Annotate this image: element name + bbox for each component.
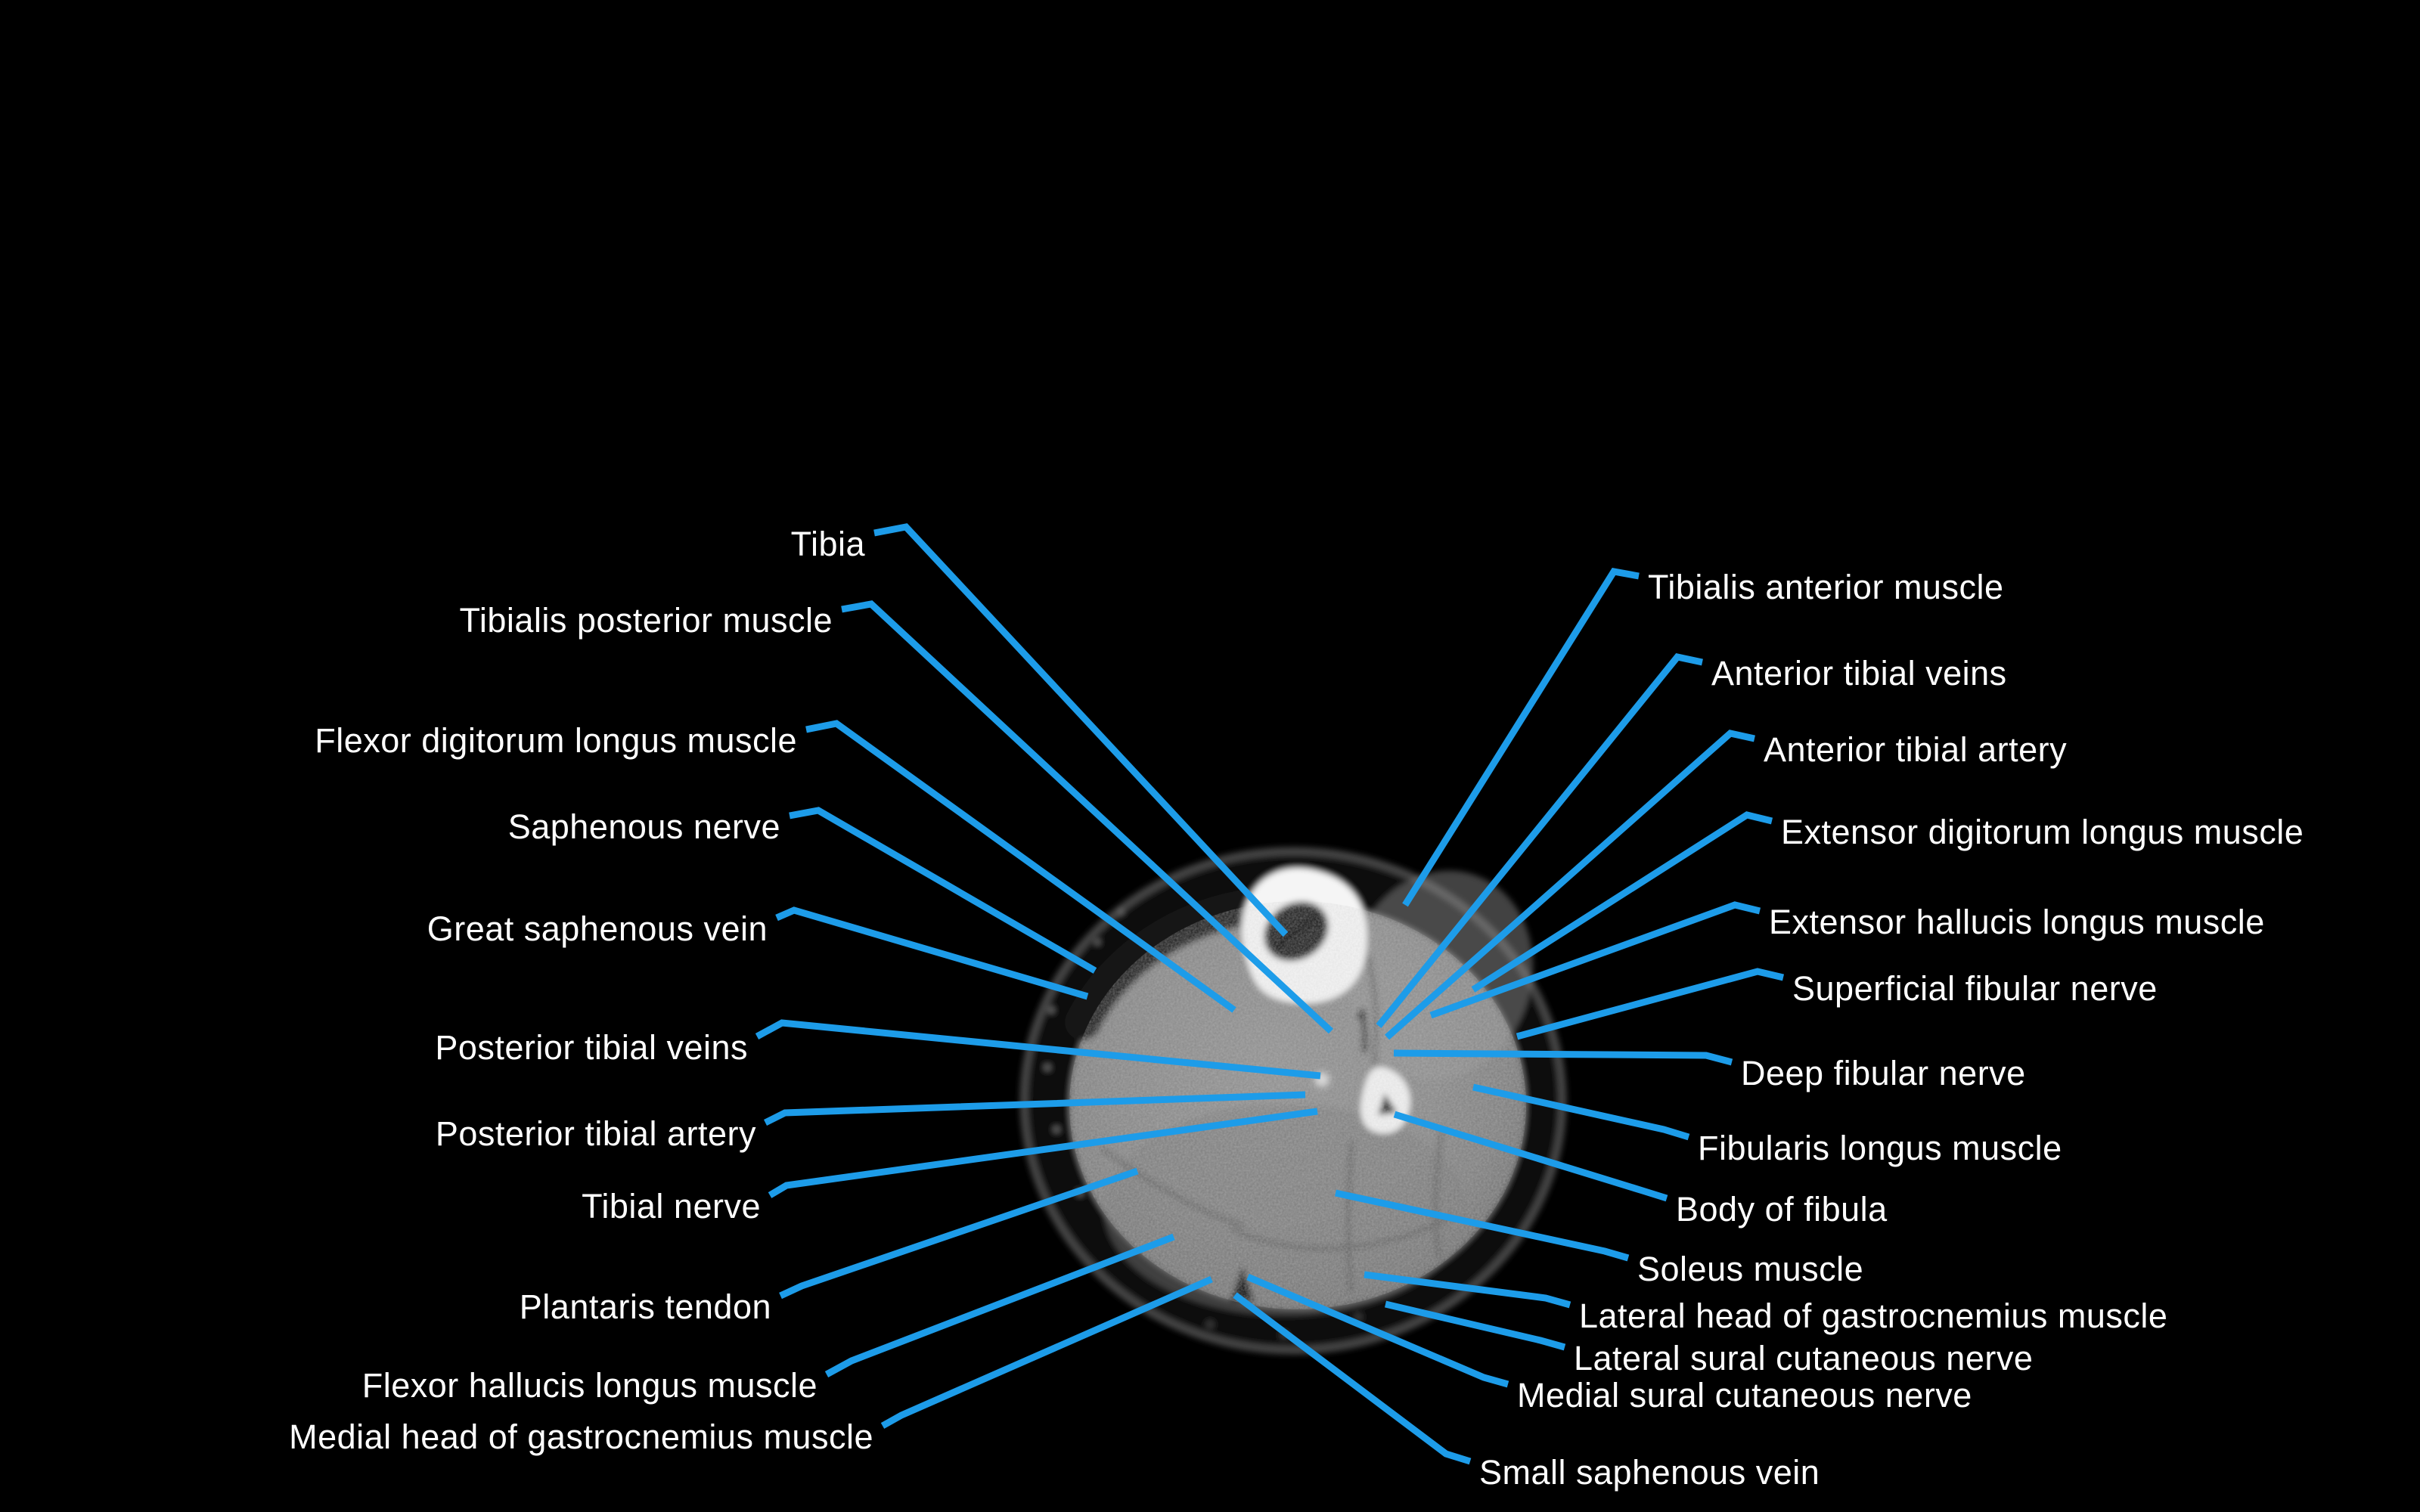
- ct-noise-texture: [1069, 901, 1526, 1309]
- leader-line-small-saphenous-vein: [1233, 1292, 1472, 1465]
- label-tibial-nerve: Tibial nerve: [582, 1187, 761, 1225]
- label-plantaris-tendon: Plantaris tendon: [520, 1287, 771, 1326]
- label-posterior-tibial-veins: Posterior tibial veins: [435, 1028, 748, 1067]
- leader-line-posterior-tibial-veins: [755, 1019, 1321, 1080]
- leader-line-tibial-nerve: [768, 1108, 1318, 1198]
- leader-line-plantaris-tendon: [779, 1167, 1139, 1300]
- leader-line-tibialis-anterior-muscle: [1402, 568, 1640, 907]
- label-tibia: Tibia: [791, 525, 866, 563]
- leader-line-anterior-tibial-artery: [1385, 730, 1755, 1040]
- leader-line-deep-fibular-nerve: [1393, 1049, 1733, 1066]
- label-lateral-head-of-gastrocnemius-muscle: Lateral head of gastrocnemius muscle: [1579, 1297, 2167, 1335]
- label-flexor-hallucis-longus-muscle: Flexor hallucis longus muscle: [362, 1366, 818, 1405]
- leader-line-tibia: [873, 523, 1289, 937]
- label-medial-head-of-gastrocnemius-muscle: Medial head of gastrocnemius muscle: [289, 1418, 873, 1456]
- label-deep-fibular-nerve: Deep fibular nerve: [1741, 1054, 2026, 1092]
- label-small-saphenous-vein: Small saphenous vein: [1479, 1453, 1820, 1492]
- label-soleus-muscle: Soleus muscle: [1637, 1250, 1863, 1288]
- leader-line-body-of-fibula: [1393, 1111, 1668, 1202]
- leader-line-tibialis-posterior-muscle: [841, 600, 1334, 1034]
- label-great-saphenous-vein: Great saphenous vein: [427, 909, 768, 948]
- leader-line-saphenous-nerve: [789, 807, 1097, 974]
- label-extensor-digitorum-longus-muscle: Extensor digitorum longus muscle: [1781, 813, 2304, 851]
- label-tibialis-posterior-muscle: Tibialis posterior muscle: [460, 601, 833, 640]
- label-anterior-tibial-artery: Anterior tibial artery: [1764, 730, 2067, 769]
- leader-line-medial-sural-cutaneous-nerve: [1246, 1273, 1509, 1388]
- leader-line-flexor-hallucis-longus-muscle: [824, 1233, 1175, 1377]
- label-tibialis-anterior-muscle: Tibialis anterior muscle: [1648, 568, 2003, 606]
- label-superficial-fibular-nerve: Superficial fibular nerve: [1792, 969, 2158, 1008]
- leader-lines: [755, 523, 1785, 1465]
- leader-line-soleus-muscle: [1335, 1189, 1630, 1262]
- label-medial-sural-cutaneous-nerve: Medial sural cutaneous nerve: [1517, 1376, 1972, 1414]
- label-flexor-digitorum-longus-muscle: Flexor digitorum longus muscle: [315, 721, 797, 760]
- leader-line-lateral-sural-cutaneous-nerve: [1384, 1300, 1566, 1351]
- label-posterior-tibial-artery: Posterior tibial artery: [436, 1114, 756, 1153]
- label-anterior-tibial-veins: Anterior tibial veins: [1711, 654, 2007, 692]
- leader-line-medial-head-of-gastrocnemius-muscle: [880, 1275, 1213, 1429]
- leader-line-great-saphenous-vein: [775, 906, 1089, 1000]
- leader-line-fibularis-longus-muscle: [1472, 1083, 1690, 1141]
- label-lateral-sural-cutaneous-nerve: Lateral sural cutaneous nerve: [1574, 1339, 2033, 1377]
- leader-line-lateral-head-of-gastrocnemius-muscle: [1364, 1271, 1571, 1309]
- leader-line-extensor-digitorum-longus-muscle: [1471, 811, 1773, 993]
- label-saphenous-nerve: Saphenous nerve: [508, 807, 780, 846]
- leader-line-posterior-tibial-artery: [763, 1091, 1306, 1126]
- leader-line-anterior-tibial-veins: [1376, 653, 1703, 1028]
- leader-line-flexor-digitorum-longus-muscle: [805, 720, 1236, 1013]
- leader-line-extensor-hallucis-longus-muscle: [1429, 901, 1761, 1019]
- leader-line-superficial-fibular-nerve: [1516, 968, 1785, 1040]
- label-extensor-hallucis-longus-muscle: Extensor hallucis longus muscle: [1769, 903, 2265, 941]
- label-body-of-fibula: Body of fibula: [1676, 1190, 1888, 1228]
- label-fibularis-longus-muscle: Fibularis longus muscle: [1698, 1129, 2062, 1167]
